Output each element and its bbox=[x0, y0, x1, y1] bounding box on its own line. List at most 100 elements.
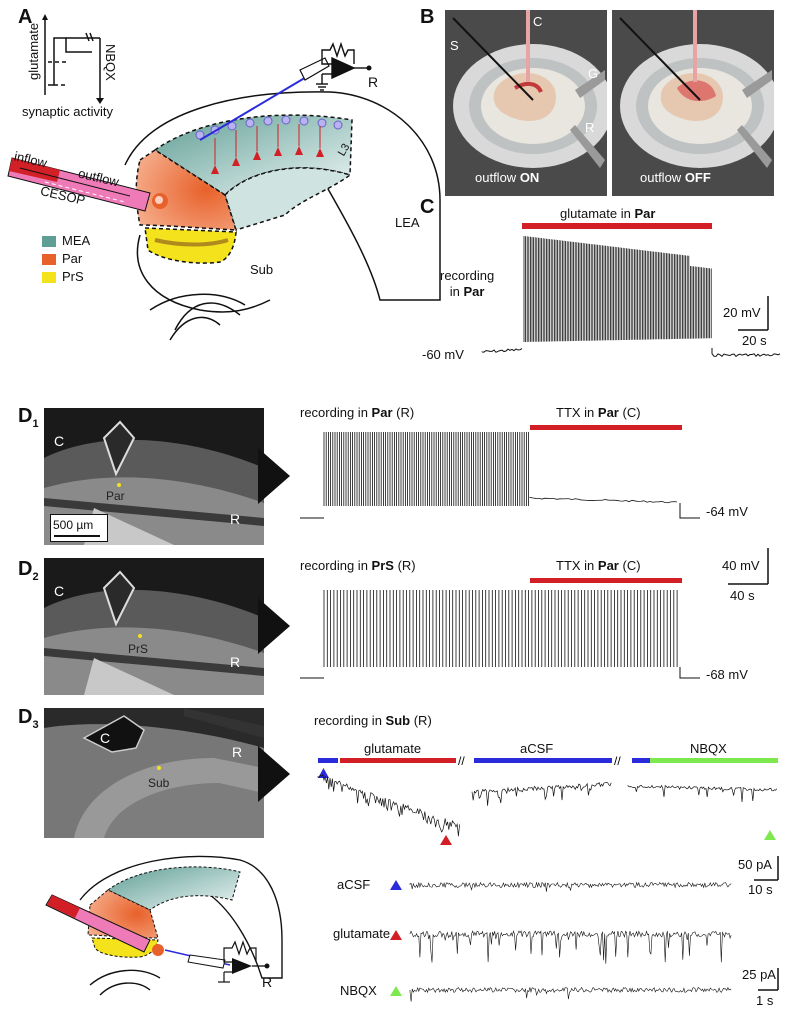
panel-label-d3: D3 bbox=[18, 706, 39, 731]
d1-ttx-label: TTX in Par (C) bbox=[556, 405, 641, 420]
panel-label-d1: D1 bbox=[18, 405, 39, 430]
arrowhead-icon bbox=[42, 14, 48, 20]
svg-text://: // bbox=[458, 754, 465, 768]
d3-seg-acsf-label: aCSF bbox=[520, 741, 554, 756]
d3-exp-scale-i: 25 pA bbox=[742, 967, 776, 982]
protocol-plot bbox=[44, 20, 101, 100]
d3-scale-t: 10 s bbox=[748, 882, 773, 897]
d3-trace-segment bbox=[627, 784, 778, 803]
photo-outflow-on: S C G R outflow ON bbox=[445, 10, 607, 196]
panel-label-a: A bbox=[18, 6, 33, 28]
d3-img-site: Sub bbox=[148, 776, 170, 790]
d1-scalebar-line bbox=[54, 535, 100, 537]
legend-swatch-par bbox=[42, 254, 56, 265]
c-glutamate-bar bbox=[522, 223, 712, 229]
d3-trace-segment bbox=[317, 773, 460, 837]
cesop-probe bbox=[7, 157, 168, 212]
d3-seg-glutamate-label: glutamate bbox=[364, 741, 422, 756]
d3-expanded-row bbox=[409, 881, 732, 892]
legend-label-par: Par bbox=[62, 251, 83, 266]
d3-exp-scale-t: 1 s bbox=[756, 993, 774, 1008]
arrowhead-icon bbox=[96, 98, 104, 104]
d1-img-r: R bbox=[230, 511, 241, 527]
d3-exp-label-glutamate: glutamate bbox=[333, 926, 391, 941]
d2-rec-label: recording in PrS (R) bbox=[300, 558, 416, 573]
protocol-x-label: synaptic activity bbox=[22, 104, 114, 119]
d3-expanded-row bbox=[409, 930, 732, 964]
d2-img-c: C bbox=[54, 583, 65, 599]
region-sub-label: Sub bbox=[250, 262, 274, 277]
d3-scale-i: 50 pA bbox=[738, 857, 772, 872]
panel-label-d2: D2 bbox=[18, 558, 39, 583]
legend-swatch-mea bbox=[42, 236, 56, 247]
c-trace-recovery bbox=[711, 348, 781, 358]
d2-img-r: R bbox=[230, 654, 241, 670]
c-bar-label: glutamate in Par bbox=[560, 206, 656, 221]
d1-trace-ttx bbox=[529, 496, 678, 504]
c-trace-baseline bbox=[481, 348, 523, 353]
d1-baseline: -64 mV bbox=[706, 504, 748, 519]
d3-expanded-row bbox=[409, 986, 732, 1002]
legend-label-mea: MEA bbox=[62, 233, 91, 248]
d2-trace-end bbox=[679, 667, 700, 679]
d3-exp-label-acsf: aCSF bbox=[337, 877, 371, 892]
d1-scalebar-box bbox=[50, 514, 108, 542]
brain-outline bbox=[124, 91, 441, 301]
photo-tag-c: C bbox=[533, 14, 543, 29]
legend-label-prs: PrS bbox=[62, 269, 84, 284]
d3-trace-segment bbox=[471, 782, 612, 806]
d2-baseline: -68 mV bbox=[706, 667, 748, 682]
d3-micrograph: C R Sub bbox=[44, 708, 264, 838]
svg-text://: // bbox=[614, 754, 621, 768]
photo-caption-on: outflow ON bbox=[475, 170, 540, 185]
legend-swatch-prs bbox=[42, 272, 56, 283]
photo-caption-off: outflow OFF bbox=[640, 170, 711, 185]
d1-scalebar-label: 500 µm bbox=[53, 518, 94, 532]
d2-ttx-label: TTX in Par (C) bbox=[556, 558, 641, 573]
panel-label-b: B bbox=[420, 6, 435, 28]
photo-outflow-off: outflow OFF bbox=[612, 10, 774, 196]
recording-label-r: R bbox=[368, 74, 379, 90]
d2-trace-spikes bbox=[323, 590, 678, 667]
d3-img-r: R bbox=[232, 744, 243, 760]
c-baseline: -60 mV bbox=[422, 347, 464, 362]
d1-rec-label: recording in Par (R) bbox=[300, 405, 415, 420]
region-lea-label: LEA bbox=[395, 215, 420, 230]
d2-img-site: PrS bbox=[128, 642, 149, 656]
d3-exp-label-nbqx: NBQX bbox=[340, 983, 377, 998]
c-scale-t: 20 s bbox=[742, 333, 767, 348]
d1-micrograph: C R Par 500 µm bbox=[44, 408, 264, 545]
par-region bbox=[135, 149, 238, 231]
d1-ttx-bar bbox=[530, 425, 682, 430]
d3-seg-nbqx-label: NBQX bbox=[690, 741, 727, 756]
d1-trace-spikes bbox=[323, 432, 529, 506]
amplifier-icon bbox=[316, 41, 368, 91]
d1-img-c: C bbox=[54, 433, 65, 449]
pyramidal-cells bbox=[211, 146, 324, 174]
c-scale-v: 20 mV bbox=[723, 305, 761, 320]
panel-label-c: C bbox=[420, 196, 435, 218]
d2-scale-t: 40 s bbox=[730, 588, 755, 603]
d2-scale-v: 40 mV bbox=[722, 558, 760, 573]
photo-tag-s: S bbox=[450, 38, 459, 53]
c-trace-spikes bbox=[523, 236, 712, 342]
d1-trace-end bbox=[679, 503, 700, 519]
photo-tag-r: R bbox=[585, 120, 595, 135]
d2-micrograph: C R PrS bbox=[44, 558, 264, 695]
d3-img-c: C bbox=[100, 730, 111, 746]
